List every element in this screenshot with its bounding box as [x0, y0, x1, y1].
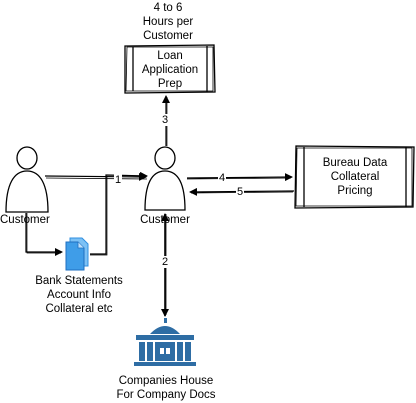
loan-box-line2: Application [141, 64, 199, 76]
companies-house-label: Companies House For Company Docs [108, 374, 224, 402]
edge-4[interactable] [186, 173, 293, 182]
edge-1[interactable] [44, 172, 148, 181]
companies-house-line1: Companies House [118, 375, 214, 387]
bureau-data-box[interactable] [294, 145, 415, 209]
top-note-line1: 4 to 6 [153, 2, 183, 14]
bank-building-icon[interactable] [134, 318, 196, 366]
bureau-box-label: Bureau Data Collateral Pricing [305, 156, 405, 198]
loan-box-label: Loan Application Prep [133, 49, 207, 91]
top-note-line2: Hours per [142, 16, 194, 28]
edge-docs-flow[interactable] [25, 171, 148, 256]
edge-1-label: 1 [114, 174, 123, 186]
edge-5-label: 5 [236, 186, 245, 198]
top-note: 4 to 6 Hours per Customer [128, 1, 208, 43]
loan-box-line3: Prep [157, 78, 183, 90]
edge-3-label: 3 [161, 114, 170, 126]
bureau-box-line2: Collateral [330, 171, 380, 183]
documents-line2: Account Info [47, 289, 111, 301]
edge-4-label: 4 [218, 172, 227, 184]
customer-left-label: Customer [0, 214, 50, 226]
loan-application-box[interactable] [124, 44, 216, 94]
companies-house-line2: For Company Docs [116, 389, 216, 401]
bureau-box-line1: Bureau Data [322, 157, 388, 169]
edge-2-label: 2 [161, 256, 170, 268]
documents-line3: Collateral etc [45, 303, 113, 315]
customer-actor-center[interactable] [144, 146, 186, 211]
documents-label: Bank Statements Account Info Collateral … [24, 274, 134, 316]
customer-center-label: Customer [140, 214, 190, 226]
loan-box-line1: Loan [157, 50, 183, 62]
bureau-box-line3: Pricing [337, 185, 373, 197]
customer-actor-left[interactable] [5, 146, 49, 213]
top-note-line3: Customer [143, 30, 193, 42]
documents-line1: Bank Statements [35, 275, 123, 287]
documents-icon[interactable] [65, 237, 89, 271]
